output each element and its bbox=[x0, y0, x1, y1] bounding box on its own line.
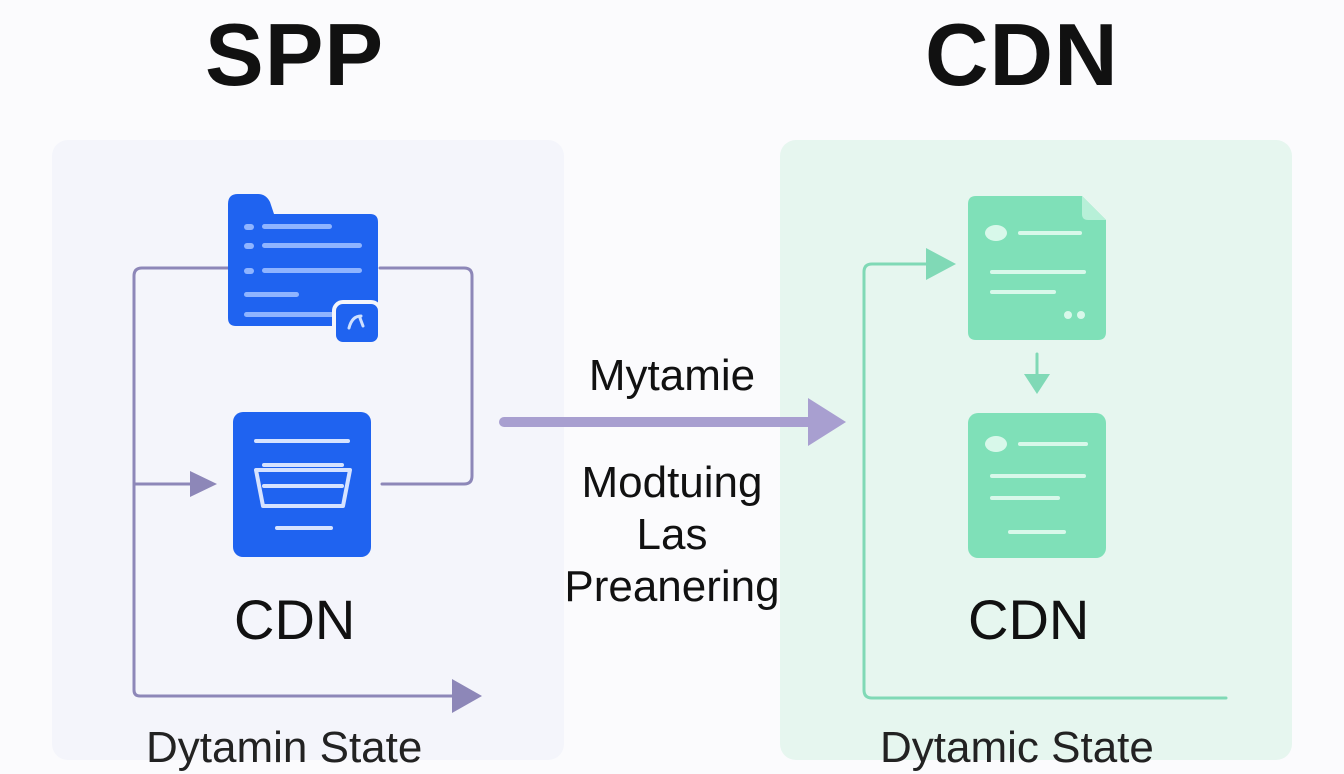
right-loop-connector bbox=[862, 262, 1228, 700]
spp-state-label: Dytamin State bbox=[146, 723, 423, 772]
left-loop-connector bbox=[132, 266, 230, 486]
left-bottom-connector bbox=[132, 482, 464, 698]
transition-label: Mytamie bbox=[588, 351, 756, 400]
document-icon bbox=[968, 196, 1106, 340]
server-tray-icon bbox=[233, 412, 371, 557]
right-entry-arrowhead bbox=[926, 248, 956, 280]
document-icon bbox=[968, 413, 1106, 558]
cdn-node-label: CDN bbox=[968, 588, 1090, 651]
caption-line: Modtuing bbox=[581, 458, 763, 507]
left-entry-arrowhead bbox=[190, 471, 217, 497]
transition-caption: Modtuing Las Preanering bbox=[522, 457, 822, 613]
transition-arrow bbox=[499, 398, 846, 446]
left-connectors bbox=[132, 266, 474, 698]
cdn-state-label: Dytamic State bbox=[880, 723, 1154, 772]
left-exit-arrowhead bbox=[452, 679, 482, 713]
right-down-arrowhead bbox=[1024, 374, 1050, 394]
spp-node-label: CDN bbox=[234, 588, 356, 651]
caption-line: Preanering bbox=[564, 562, 780, 611]
cdn-title: CDN bbox=[925, 5, 1119, 104]
spp-title: SPP bbox=[205, 5, 385, 104]
folder-document-icon bbox=[228, 194, 382, 346]
left-outer-connector bbox=[378, 266, 474, 486]
caption-line: Las bbox=[636, 510, 708, 559]
flow-diagram bbox=[132, 194, 1228, 713]
